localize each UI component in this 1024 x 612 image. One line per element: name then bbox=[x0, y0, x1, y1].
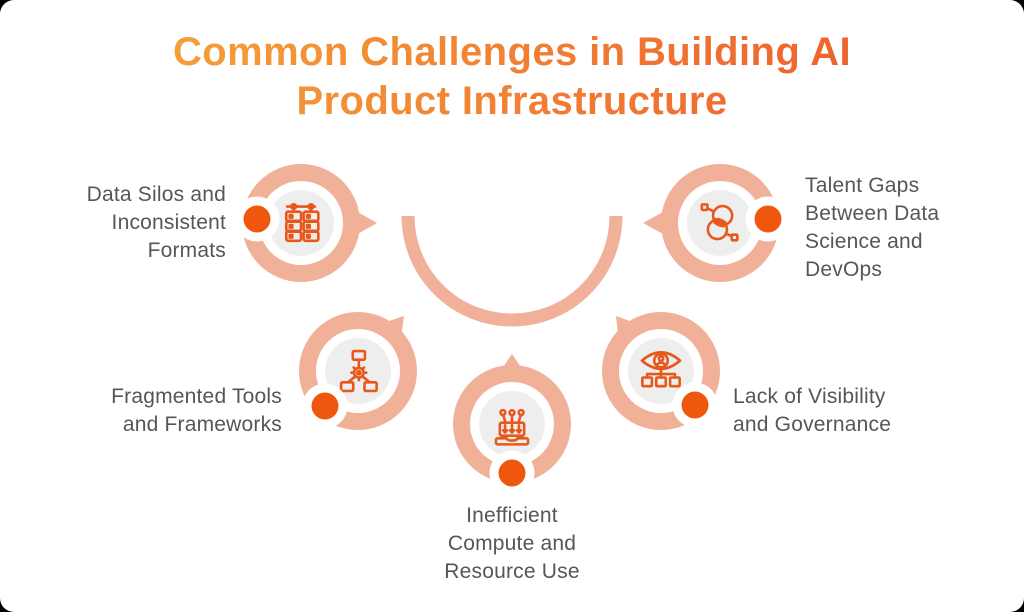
challenge-node-talent-gaps bbox=[643, 164, 791, 282]
challenge-node-lack-visibility bbox=[602, 312, 720, 430]
connector-arc bbox=[401, 215, 623, 327]
challenge-node-fragmented-tools bbox=[299, 312, 417, 430]
compute-intake-icon bbox=[494, 408, 530, 446]
challenge-label-fragmented-tools: Fragmented Tools and Frameworks bbox=[111, 385, 282, 436]
page-title: Common Challenges in Building AI Product… bbox=[52, 28, 972, 126]
bullet-dot bbox=[243, 205, 271, 233]
bullet-dot bbox=[681, 391, 709, 419]
bullet-dot bbox=[754, 205, 782, 233]
challenge-label-lack-visibility: Lack of Visibility and Governance bbox=[733, 385, 892, 436]
eye-governance-icon bbox=[640, 351, 682, 388]
bullet-dot bbox=[498, 459, 526, 487]
venn-overlap-icon bbox=[700, 203, 739, 242]
gear-flowchart-icon bbox=[339, 349, 378, 393]
challenge-label-talent-gaps: Talent Gaps Between Data Science and Dev… bbox=[805, 174, 940, 281]
challenge-node-inefficient-compute bbox=[453, 354, 571, 496]
challenge-label-data-silos: Data Silos and Inconsistent Formats bbox=[86, 183, 226, 262]
challenge-label-inefficient-compute: Inefficient Compute and Resource Use bbox=[444, 504, 580, 583]
server-racks-icon bbox=[284, 202, 320, 243]
bullet-dot bbox=[311, 392, 339, 420]
challenge-node-data-silos bbox=[234, 164, 377, 282]
